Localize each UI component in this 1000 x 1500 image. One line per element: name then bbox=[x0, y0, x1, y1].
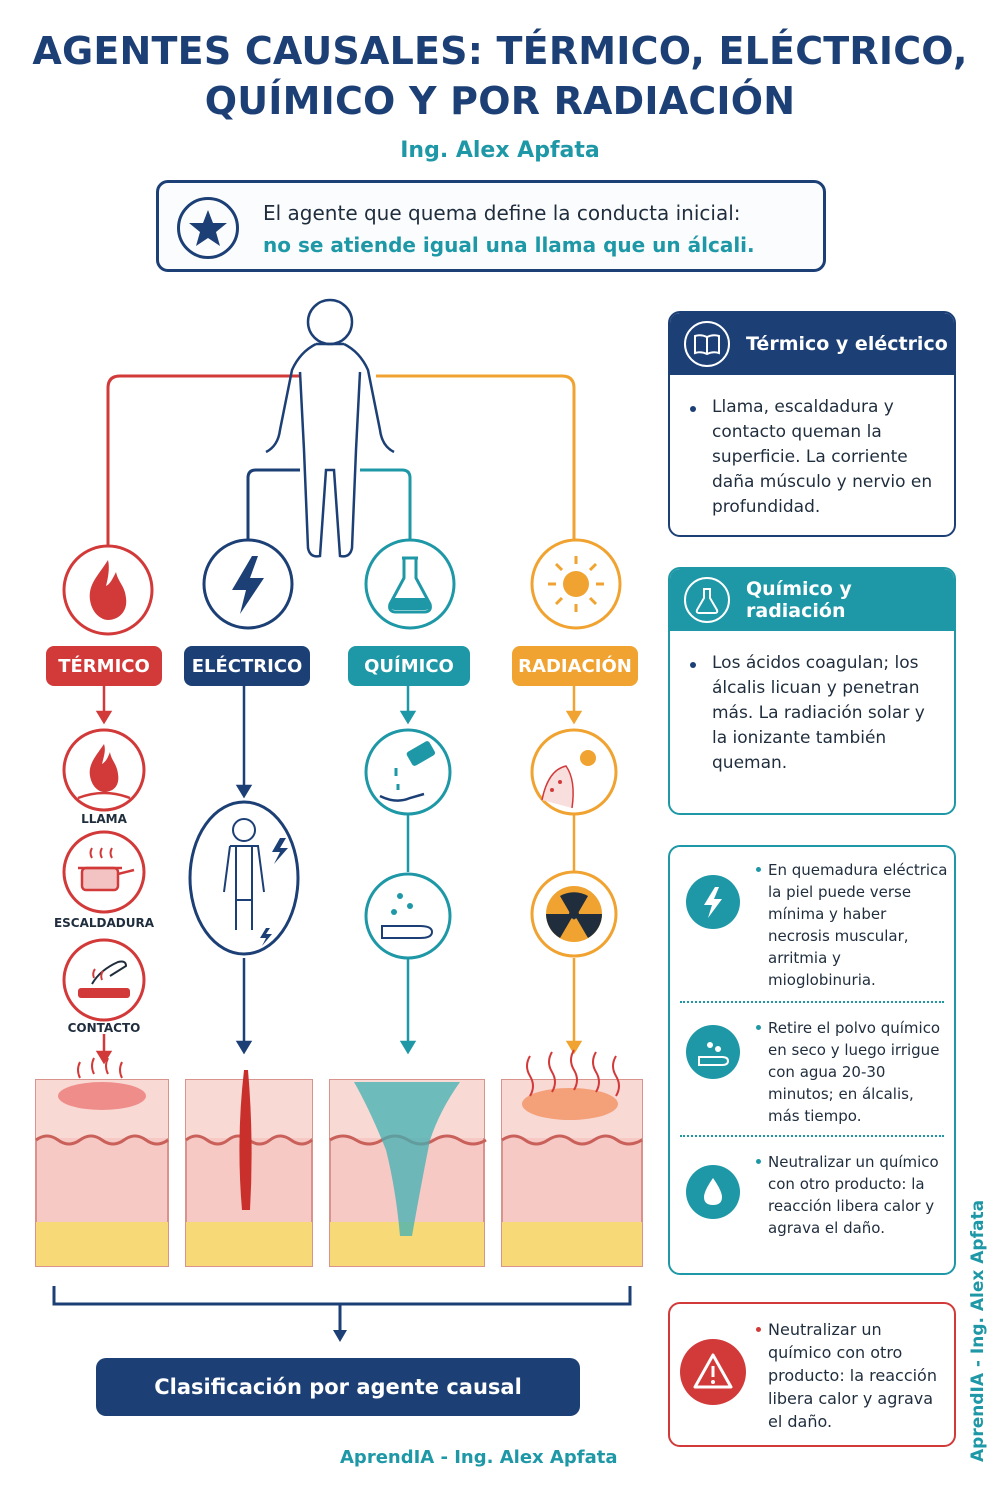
card-chemical-radiation: Químico y radiación Los ácidos coagulan;… bbox=[668, 567, 956, 815]
sun-icon bbox=[530, 538, 622, 630]
divider bbox=[680, 1135, 944, 1137]
title-line-2: QUÍMICO Y POR RADIACIÓN bbox=[204, 79, 796, 123]
warning-icon bbox=[680, 1339, 746, 1405]
tip-neutralize-text: Neutralizar un químico con otro producto… bbox=[756, 1151, 950, 1239]
water-drop-icon bbox=[686, 1165, 740, 1219]
agent-radiation-label: RADIACIÓN bbox=[512, 646, 638, 686]
flame-icon bbox=[62, 544, 154, 636]
agent-thermal-label: TÉRMICO bbox=[46, 646, 162, 686]
card-chemical-radiation-text: Los ácidos coagulan; los álcalis licuan … bbox=[670, 631, 954, 776]
subtype-contacto: CONTACTO bbox=[67, 1021, 141, 1035]
skin-block-chemical bbox=[329, 1079, 487, 1267]
flask-icon bbox=[364, 538, 456, 630]
star-icon bbox=[177, 197, 239, 259]
subtype-llama: LLAMA bbox=[81, 812, 127, 826]
side-credit: AprendIA - Ing. Alex Apfata bbox=[968, 1199, 988, 1462]
classification-label: Clasificación por agente causal bbox=[96, 1358, 580, 1416]
title-line-1: AGENTES CAUSALES: TÉRMICO, ELÉCTRICO, bbox=[32, 29, 968, 73]
sunburn-icon bbox=[530, 728, 618, 816]
electrified-person-icon bbox=[188, 800, 300, 956]
card-chemical-radiation-title: Químico y radiación bbox=[746, 578, 852, 622]
flask-icon-small bbox=[684, 577, 730, 623]
pot-icon bbox=[62, 830, 146, 914]
subtype-escaldadura: ESCALDADURA bbox=[53, 916, 155, 930]
book-icon bbox=[684, 321, 730, 367]
hand-drops-icon bbox=[364, 872, 452, 960]
lightning-icon bbox=[202, 538, 294, 630]
card-thermal-electric-text: Llama, escaldadura y contacto queman la … bbox=[670, 375, 954, 520]
skin-block-thermal bbox=[35, 1057, 169, 1267]
card-thermal-electric-title: Térmico y eléctrico bbox=[746, 333, 948, 355]
tips-card: En quemadura eléctrica la piel puede ver… bbox=[668, 845, 956, 1275]
radiation-icon bbox=[530, 870, 618, 958]
page-title: AGENTES CAUSALES: TÉRMICO, ELÉCTRICO, QU… bbox=[0, 26, 1000, 126]
author: Ing. Alex Apfata bbox=[400, 138, 600, 163]
human-figure-icon bbox=[265, 298, 395, 558]
pouring-bottle-icon bbox=[364, 728, 452, 816]
lightning-icon-small bbox=[686, 875, 740, 929]
tip-electric-text: En quemadura eléctrica la piel puede ver… bbox=[756, 859, 950, 991]
key-message-box: El agente que quema define la conducta i… bbox=[156, 180, 826, 272]
skin-block-radiation bbox=[501, 1049, 643, 1267]
skin-block-electric bbox=[185, 1070, 313, 1267]
key-message-line-1: El agente que quema define la conducta i… bbox=[263, 201, 741, 225]
hand-contact-icon bbox=[62, 938, 146, 1022]
divider bbox=[680, 1001, 944, 1003]
tip-chemical-text: Retire el polvo químico en seco y luego … bbox=[756, 1017, 950, 1127]
warning-card: Neutralizar un químico con otro producto… bbox=[668, 1302, 956, 1447]
agent-chemical-label: QUÍMICO bbox=[348, 646, 470, 686]
hand-drops-icon-small bbox=[686, 1025, 740, 1079]
footer-credit: AprendIA - Ing. Alex Apfata bbox=[340, 1447, 618, 1468]
warning-text: Neutralizar un químico con otro producto… bbox=[756, 1318, 950, 1433]
card-thermal-electric: Térmico y eléctrico Llama, escaldadura y… bbox=[668, 311, 956, 537]
flame-icon-llama bbox=[62, 728, 146, 812]
agent-electric-label: ELÉCTRICO bbox=[184, 646, 310, 686]
key-message-line-2: no se atiende igual una llama que un álc… bbox=[263, 233, 755, 257]
